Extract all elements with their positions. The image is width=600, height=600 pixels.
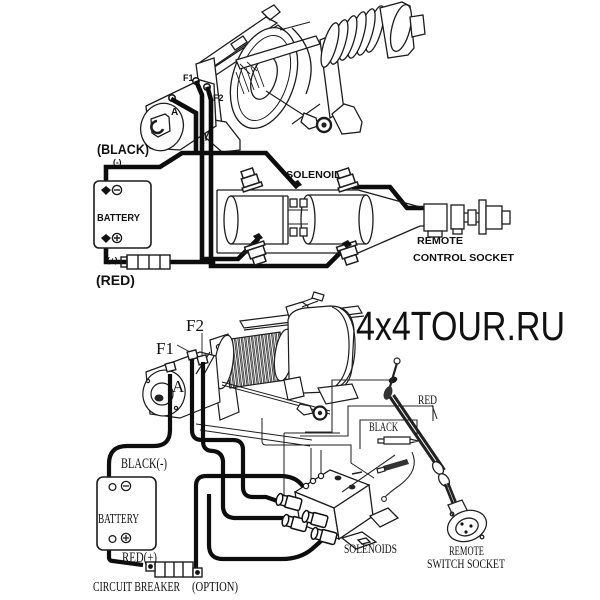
svg-text:RED(+): RED(+)	[122, 550, 157, 566]
svg-text:BATTERY: BATTERY	[97, 213, 140, 224]
svg-text:F1: F1	[156, 339, 174, 358]
svg-text:(BLACK): (BLACK)	[97, 142, 149, 157]
svg-text:F2: F2	[213, 93, 224, 103]
svg-text:BATTERY: BATTERY	[98, 512, 139, 527]
svg-text:RED: RED	[418, 392, 437, 407]
svg-text:F1: F1	[183, 73, 194, 83]
svg-text:REMOTE: REMOTE	[449, 543, 484, 558]
svg-text:F2: F2	[186, 316, 204, 335]
svg-text:CIRCUIT BREAKER: CIRCUIT BREAKER	[93, 580, 180, 595]
svg-text:BLACK: BLACK	[369, 419, 398, 434]
svg-text:(OPTION): (OPTION)	[192, 580, 238, 595]
svg-text:(-): (-)	[113, 157, 122, 167]
svg-text:A: A	[172, 377, 185, 396]
svg-text:CONTROL SOCKET: CONTROL SOCKET	[413, 252, 515, 264]
svg-text:A: A	[171, 107, 178, 118]
svg-text:SOLENOIDS: SOLENOIDS	[286, 169, 349, 181]
svg-text:SOLENOIDS: SOLENOIDS	[344, 541, 397, 556]
svg-text:SWITCH SOCKET: SWITCH SOCKET	[427, 556, 505, 571]
svg-text:REMOTE: REMOTE	[417, 235, 463, 247]
svg-text:BLACK(-): BLACK(-)	[121, 456, 167, 472]
svg-text:4x4TOUR.RU: 4x4TOUR.RU	[356, 303, 565, 349]
svg-text:(RED): (RED)	[96, 272, 135, 288]
svg-text:(+): (+)	[107, 255, 118, 265]
